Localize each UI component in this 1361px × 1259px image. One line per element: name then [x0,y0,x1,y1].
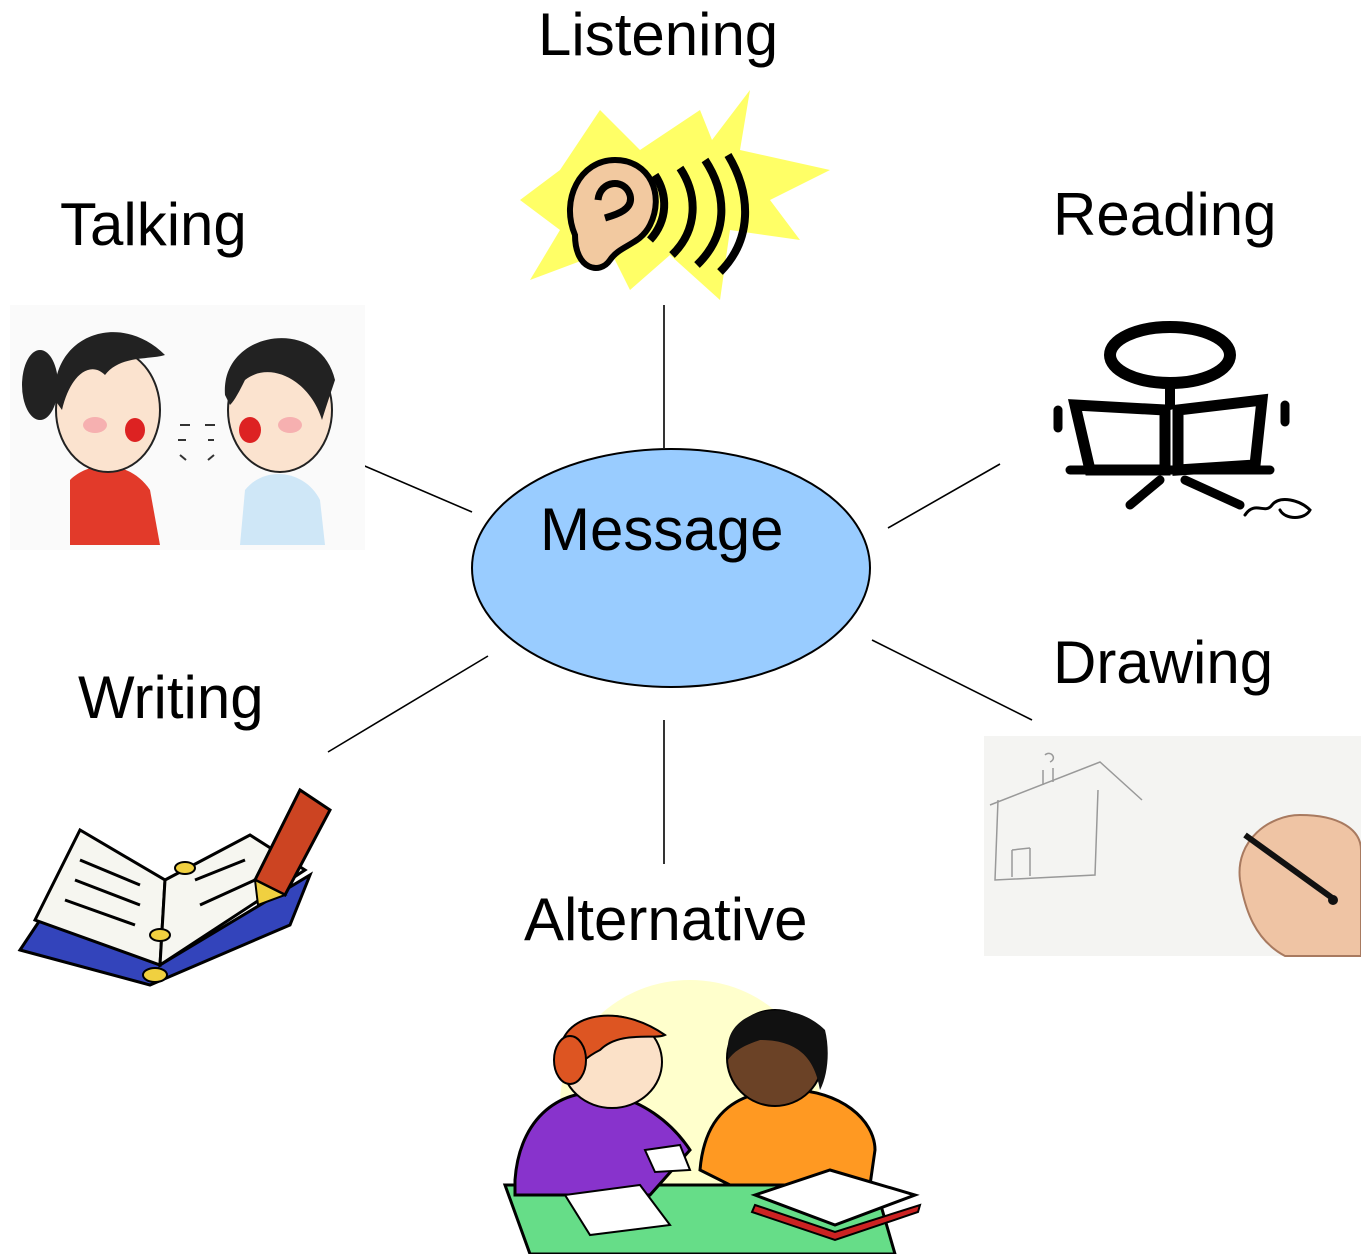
reading-person-icon [1053,321,1312,519]
students-sharing-icon [502,980,922,1256]
hand-drawing-house-icon [984,736,1361,957]
label-talking: Talking [60,191,247,258]
connector-lines [327,305,1033,864]
notebook-pencil-icon [17,787,332,987]
connector-talking [359,463,473,513]
connector-drawing [871,639,1033,721]
label-listening: Listening [538,1,779,68]
center-label: Message [540,496,784,563]
label-reading: Reading [1053,181,1277,248]
connector-writing [327,655,489,753]
label-drawing: Drawing [1053,629,1274,696]
message-ellipse [471,448,871,688]
label-writing: Writing [78,664,264,731]
connector-reading [887,463,1001,529]
label-alternative: Alternative [524,886,808,953]
talking-children-icon [10,305,365,550]
ear-icon [520,90,830,300]
